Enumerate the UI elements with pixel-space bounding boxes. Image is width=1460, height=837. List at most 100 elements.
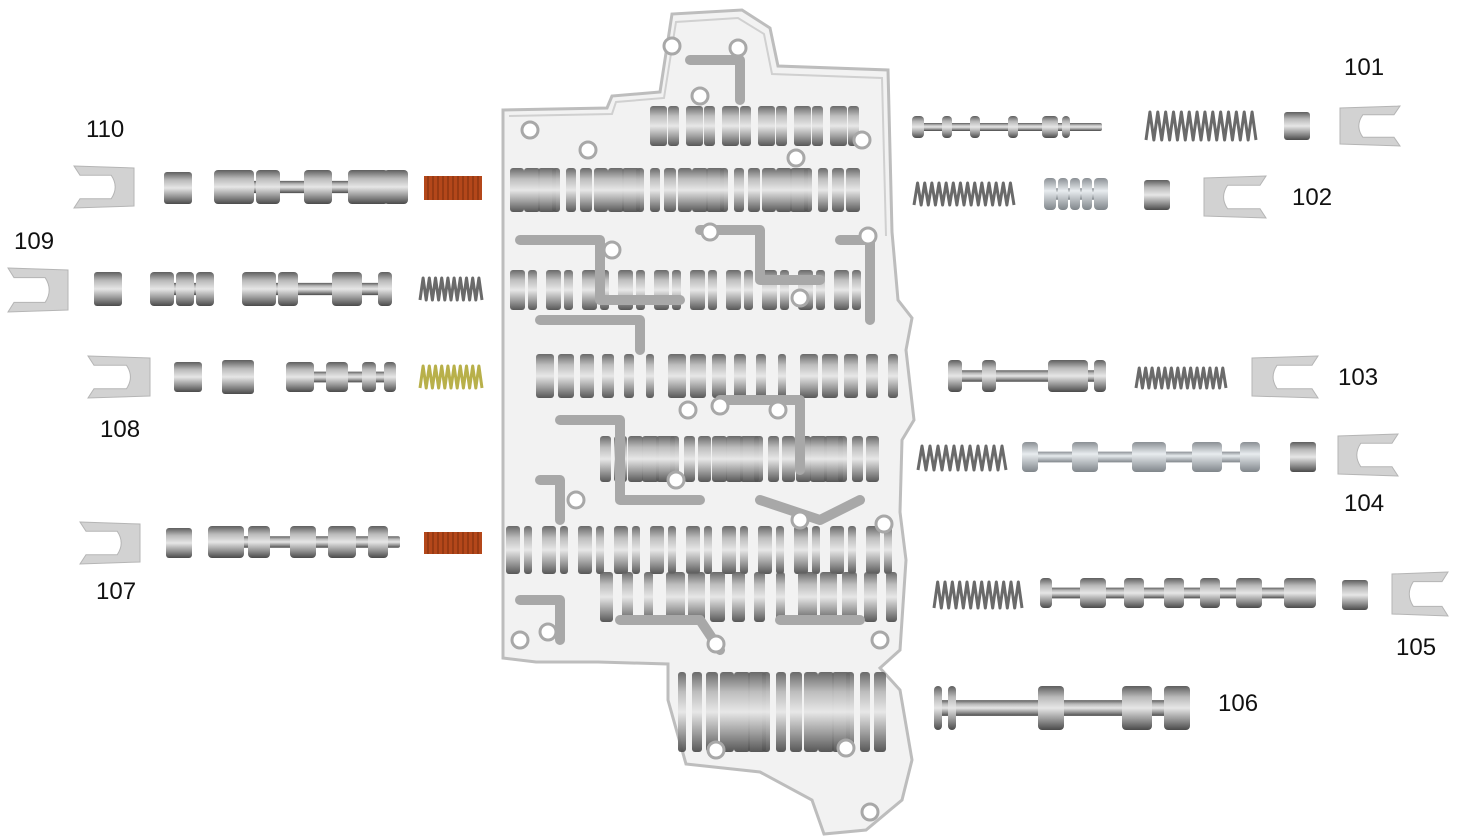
bore-segment [712,436,727,482]
bore-segment [686,526,700,574]
bolt-hole [678,400,698,420]
spool-103 [948,360,1106,392]
bore-segment [844,354,858,398]
bore-segment [646,354,654,398]
bore-segment [722,106,739,146]
bore-segment [552,168,560,212]
bore-segment [690,270,705,310]
bore-segment [722,526,736,574]
bore-segment [794,106,811,146]
bore-segment [668,106,679,146]
bore-segment [866,354,878,398]
bore-segment [866,436,879,482]
callout-101: 101 [1344,54,1385,81]
bore-segment [580,168,592,212]
bore-segment [818,672,834,752]
bore-segment [678,672,686,752]
plug-105 [1342,580,1368,610]
bore-segment [642,436,659,482]
bore-segment [846,168,860,212]
clip-102 [1203,175,1267,219]
bore-segment [794,526,808,574]
spool-105 [1040,578,1316,608]
bore-segment [536,354,554,398]
spring-101 [1144,110,1258,142]
bore-segment [566,168,576,212]
valve-body-plate [501,8,916,836]
callout-107: 107 [96,578,137,605]
bolt-hole [874,514,894,534]
bore-segment [810,436,827,482]
spring-104 [916,444,1008,472]
bore-segment [560,526,568,574]
bore-segment [632,526,640,574]
bore-segment [608,168,624,212]
bore-segment [580,354,594,398]
bore-segment [664,168,676,212]
bore-segment [754,436,763,482]
bore-segment [748,672,766,752]
bore-segment [692,168,708,212]
bore-segment [704,526,712,574]
bore-segment [888,354,898,398]
bore-segment [818,168,828,212]
fluid-passages [510,36,894,822]
bore-segment [762,168,776,212]
bore-segment [594,168,608,212]
spring-109 [418,276,484,302]
bore-segment [832,672,850,752]
bore-segment [636,168,644,212]
plug-107 [166,528,192,558]
bore-segment [740,526,748,574]
bore-segment [852,436,863,482]
bore-segment [706,672,718,752]
bore-segment [622,572,633,622]
bolt-hole [510,630,530,650]
bore-segment [582,270,597,310]
callout-103: 103 [1338,364,1379,391]
bore-segment [776,572,785,622]
bore-segment [650,168,660,212]
bore-segment [564,270,573,310]
clip-107 [79,521,141,565]
spool-107 [208,526,400,558]
plug-108 [174,362,202,392]
bolt-hole [786,148,806,168]
bore-segment [734,168,744,212]
bore-segment [624,354,634,398]
bolt-hole [578,140,598,160]
fluid-passage [685,55,745,105]
bore-segment [776,168,792,212]
bore-segment [558,354,574,398]
bolt-hole [768,400,788,420]
spring-108 [418,364,484,390]
bore-segment [762,672,770,752]
bore-segment [524,168,540,212]
bore-segment [874,672,886,752]
bore-segment [864,572,877,622]
callout-105: 105 [1396,634,1437,661]
bolt-hole [710,396,730,416]
bore-segment [800,354,818,398]
clip-104 [1337,433,1399,477]
bore-segment [768,436,779,482]
bore-segment [706,168,724,212]
bore-segment [600,572,613,622]
plug-102 [1144,180,1170,210]
bore-segment [754,572,765,622]
callout-108: 108 [100,416,141,443]
bore-segment [778,354,786,398]
plug-110 [164,172,192,204]
bolt-hole [690,86,710,106]
spool-109 [242,272,392,306]
bore-segment [614,526,628,574]
fluid-passage [715,395,805,475]
bolt-hole [602,240,622,260]
bolt-hole [852,130,872,150]
bore-segment [812,526,820,574]
bore-segment [678,168,692,212]
bore-segment [748,168,760,212]
bore-segment [860,672,870,752]
bore-segment [650,526,664,574]
